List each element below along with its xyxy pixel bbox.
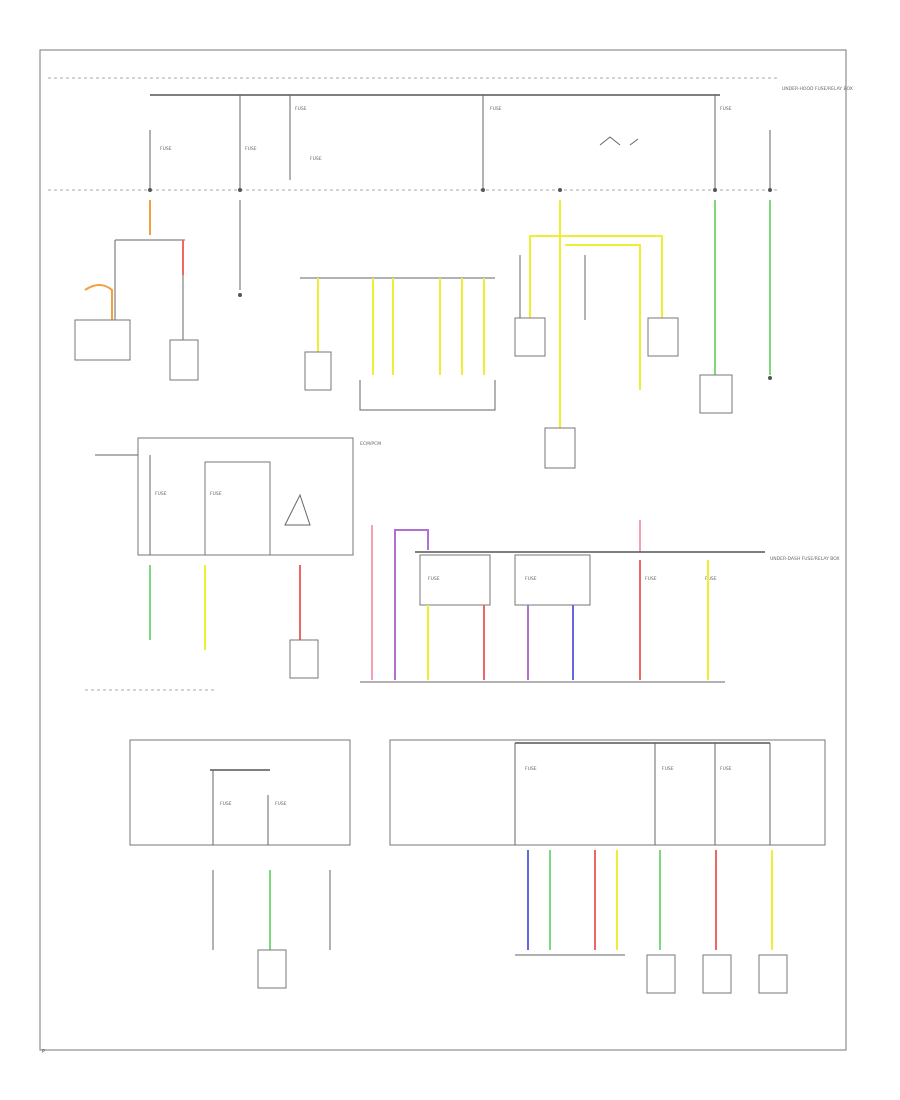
fuse-label: FUSE	[720, 766, 732, 772]
fuse-enclosure	[514, 554, 591, 606]
terminal	[481, 188, 485, 192]
fuse-label: FUSE	[275, 801, 287, 807]
fuse-label: FUSE	[662, 766, 674, 772]
fuse-label: FUSE	[295, 106, 307, 112]
diagram-frame	[39, 49, 847, 1051]
fuse-label: FUSE	[155, 491, 167, 497]
fuse-label: FUSE	[160, 146, 172, 152]
wire-purple	[394, 529, 429, 680]
fuse-enclosure	[419, 554, 491, 606]
fuse-label: FUSE	[525, 766, 537, 772]
component-box	[514, 317, 546, 357]
component-box	[289, 639, 319, 679]
fuse-label: FUSE	[720, 106, 732, 112]
fuse-label: FUSE	[428, 576, 440, 582]
wire-yellow	[529, 235, 560, 318]
under-dash-box-label: UNDER-DASH FUSE/RELAY BOX	[770, 556, 840, 562]
terminal	[768, 188, 772, 192]
underhood-box-label: UNDER-HOOD FUSE/RELAY BOX	[782, 86, 853, 92]
terminal	[238, 188, 242, 192]
top-connector-row	[148, 188, 772, 192]
terminal	[713, 188, 717, 192]
fuse-label: FUSE	[310, 156, 322, 162]
fuse-enclosure-bottom-left	[129, 739, 351, 846]
fuse-label: FUSE	[210, 491, 222, 497]
wire-yellow	[560, 235, 663, 318]
terminal	[148, 188, 152, 192]
component-box	[257, 949, 287, 989]
component-box	[647, 317, 679, 357]
component-box	[304, 351, 332, 391]
wire-orange	[84, 284, 113, 320]
component-box	[544, 427, 576, 469]
transistor-symbol	[284, 493, 311, 526]
top-fuse-group: FUSE FUSE FUSE FUSE FUSE FUSE	[149, 95, 771, 190]
fuse-label: FUSE	[490, 106, 502, 112]
fuse-label: FUSE	[705, 576, 717, 582]
component-box	[74, 319, 131, 361]
ecm-pcm-box	[137, 437, 354, 556]
fuse-label: FUSE	[220, 801, 232, 807]
component-box	[699, 374, 733, 414]
wire-yellow	[565, 244, 641, 390]
connector-bracket	[359, 380, 496, 411]
fuse-enclosure-bottom-right	[389, 739, 826, 846]
component-box	[646, 954, 676, 994]
fuse-enclosure	[204, 461, 271, 556]
component-box	[169, 339, 199, 381]
fuse-label: FUSE	[525, 576, 537, 582]
component-box	[758, 954, 788, 994]
footer-mark: P	[42, 1049, 45, 1055]
ground-point	[238, 293, 242, 297]
fuse-label: FUSE	[245, 146, 257, 152]
component-box	[702, 954, 732, 994]
fuse-label: FUSE	[645, 576, 657, 582]
ground-point	[768, 376, 772, 380]
ecm-pcm-label: ECM/PCM	[360, 441, 381, 447]
terminal	[558, 188, 562, 192]
relay-switch-symbol	[599, 136, 639, 146]
